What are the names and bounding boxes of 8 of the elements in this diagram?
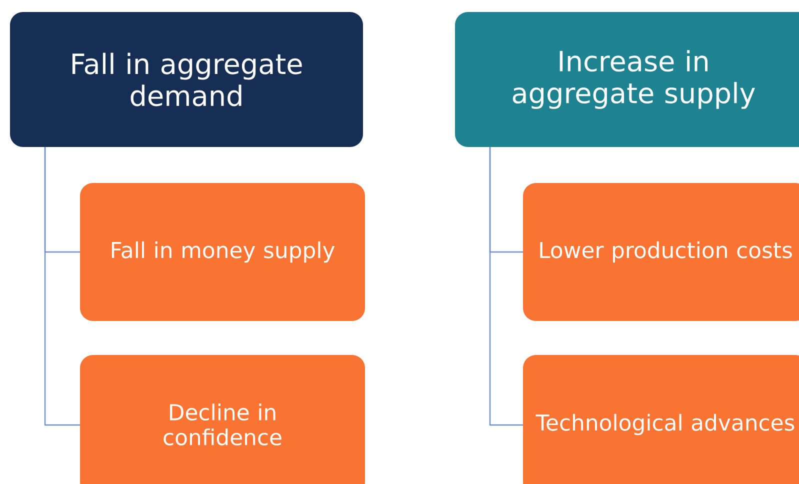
cause-box: Fall in money supply (80, 183, 365, 321)
cause-box: Decline in confidence (80, 355, 365, 484)
heading-box: Fall in aggregate demand (10, 12, 363, 147)
cause-box: Technological advances (523, 355, 799, 484)
connector-line (489, 147, 523, 426)
cause-box: Lower production costs (523, 183, 799, 321)
connector-line (44, 147, 80, 426)
heading-box: Increase in aggregate supply (455, 12, 799, 147)
